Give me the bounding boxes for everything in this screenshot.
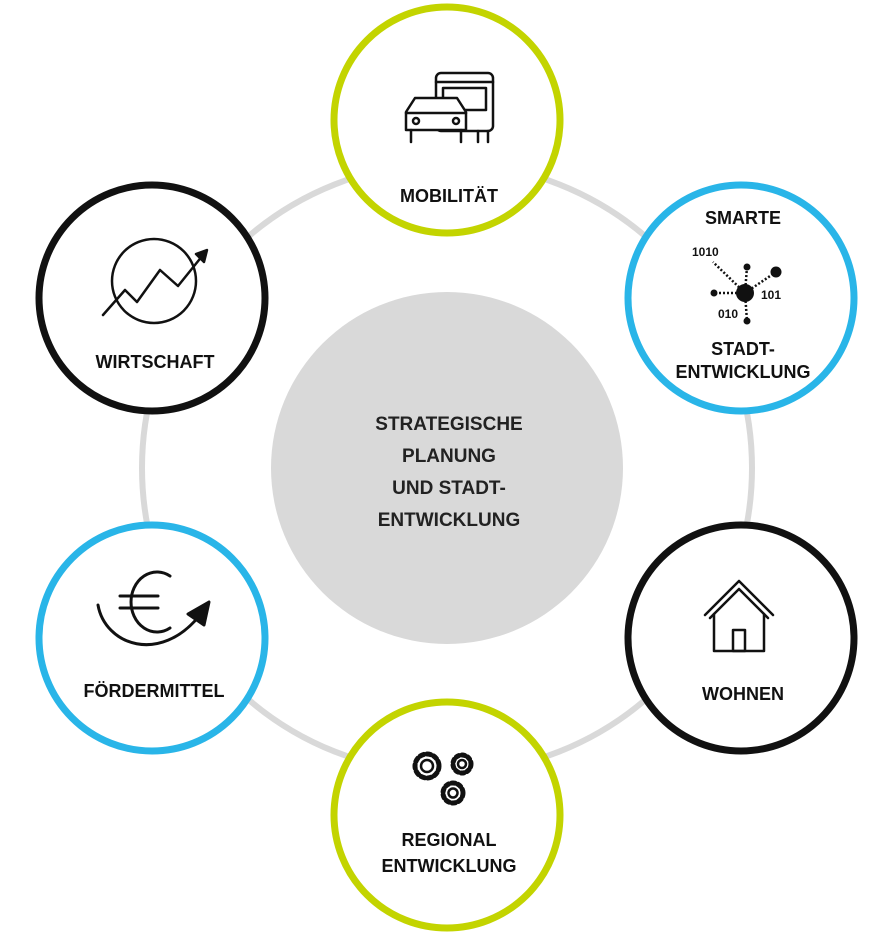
node-foerdermittel: FÖRDERMITTEL — [35, 521, 269, 755]
svg-text:MOBILITÄT: MOBILITÄT — [400, 186, 498, 206]
svg-text:ENTWICKLUNG: ENTWICKLUNG — [382, 856, 517, 876]
node-smarte-stadtentwicklung: SMARTE 1010 101 010 STADT- ENTWICKLUNG — [624, 181, 858, 415]
growth-chart-icon — [101, 237, 209, 325]
svg-text:101: 101 — [761, 288, 781, 302]
center-title: STRATEGISCHE PLANUNG UND STADT- ENTWICKL… — [375, 414, 522, 531]
car-bus-icon — [404, 71, 495, 144]
node-regionalentwicklung: REGIONAL ENTWICKLUNG — [330, 698, 564, 932]
node-wohnen: WOHNEN — [624, 521, 858, 755]
node-wirtschaft: WIRTSCHAFT — [35, 181, 269, 415]
euro-icon — [96, 570, 211, 646]
svg-text:ENTWICKLUNG: ENTWICKLUNG — [676, 362, 811, 382]
svg-text:ENTWICKLUNG: ENTWICKLUNG — [378, 510, 520, 531]
node-mobilitaet: MOBILITÄT — [330, 3, 564, 237]
svg-text:010: 010 — [718, 307, 738, 321]
gears-icon — [412, 751, 474, 806]
svg-text:UND STADT-: UND STADT- — [392, 478, 506, 499]
svg-text:1010: 1010 — [692, 245, 719, 259]
svg-text:REGIONAL: REGIONAL — [401, 830, 496, 850]
svg-text:STADT-: STADT- — [711, 339, 775, 359]
network-icon: 1010 101 010 — [692, 245, 782, 325]
svg-text:SMARTE: SMARTE — [705, 208, 781, 228]
svg-text:WOHNEN: WOHNEN — [702, 684, 784, 704]
svg-text:FÖRDERMITTEL: FÖRDERMITTEL — [84, 681, 225, 701]
svg-text:STRATEGISCHE: STRATEGISCHE — [375, 414, 522, 435]
house-icon — [703, 579, 775, 653]
svg-text:PLANUNG: PLANUNG — [402, 446, 496, 467]
svg-text:WIRTSCHAFT: WIRTSCHAFT — [96, 352, 215, 372]
center-circle — [271, 292, 623, 644]
